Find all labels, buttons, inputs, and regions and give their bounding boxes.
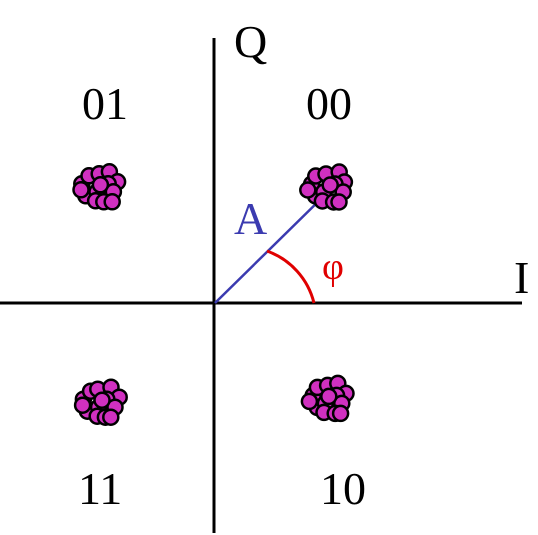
symbol-point xyxy=(72,181,90,199)
symbol-point xyxy=(330,193,348,211)
quadrant-label-00: 00 xyxy=(306,78,352,129)
amplitude-vector xyxy=(214,189,331,304)
symbol-cluster-10 xyxy=(300,374,355,423)
q-axis-label: Q xyxy=(234,16,267,67)
phase-label: φ xyxy=(322,246,344,288)
symbol-point xyxy=(91,176,110,194)
symbol-point xyxy=(102,408,120,426)
quadrant-label-11: 11 xyxy=(78,463,122,514)
quadrant-label-10: 10 xyxy=(320,463,366,514)
symbol-point xyxy=(321,176,339,194)
i-axis-label: I xyxy=(514,252,529,303)
symbol-point xyxy=(299,181,317,199)
symbol-point xyxy=(103,193,121,211)
amplitude-label: A xyxy=(234,193,267,244)
symbol-cluster-11 xyxy=(73,378,128,426)
quadrant-label-01: 01 xyxy=(82,78,128,129)
symbol-point xyxy=(93,391,111,409)
symbol-point xyxy=(320,387,338,406)
symbol-cluster-00 xyxy=(299,163,354,211)
symbol-point xyxy=(73,396,92,414)
phase-arc xyxy=(266,249,316,304)
symbol-point xyxy=(331,404,350,423)
symbol-point xyxy=(300,392,319,411)
symbol-cluster-01 xyxy=(72,163,127,211)
